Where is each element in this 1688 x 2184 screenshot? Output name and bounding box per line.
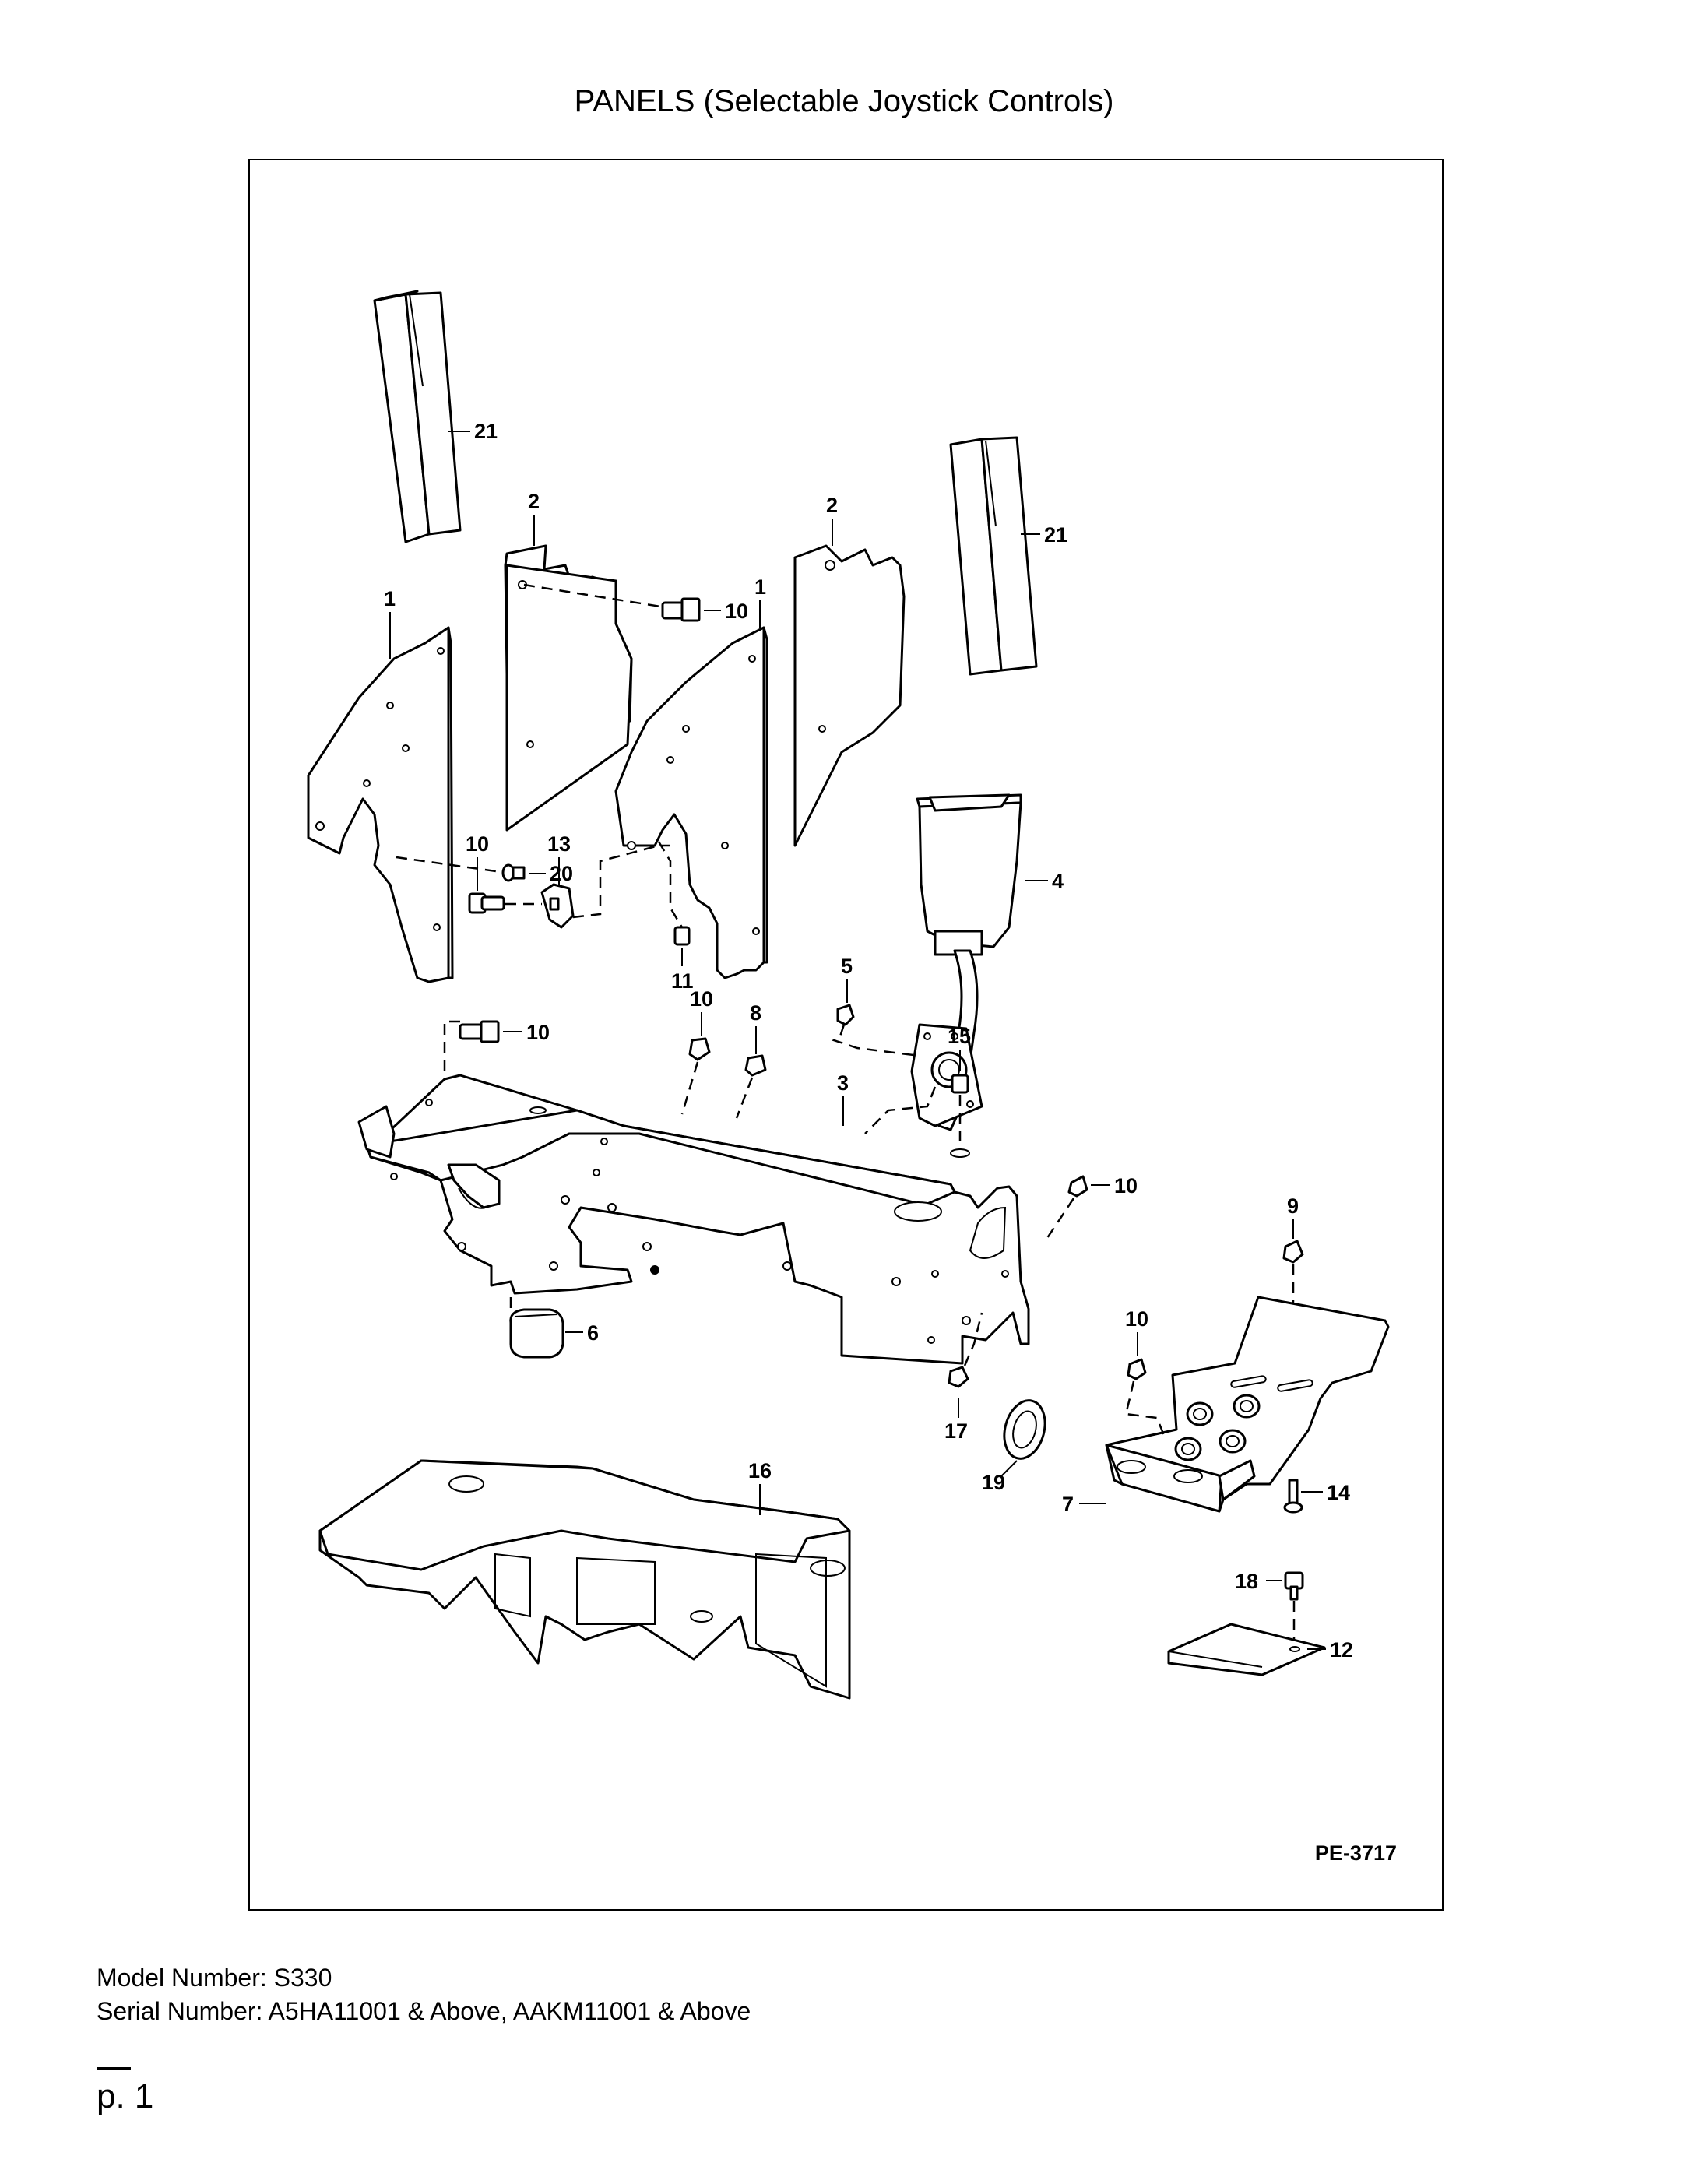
callout-8: 8 [750,1001,761,1025]
callout-7: 7 [1062,1493,1074,1516]
part-21-left-seal [373,290,470,543]
callout-5: 5 [841,955,853,978]
part-10-bolt-upper [661,597,721,622]
part-17-nut [948,1312,983,1418]
part-13-clip [540,844,670,929]
callout-10-upper: 10 [725,600,748,623]
part-8-bolt [735,1026,767,1119]
serial-number: Serial Number: A5HA11001 & Above, AAKM11… [97,1997,751,2025]
callout-6: 6 [587,1321,599,1345]
part-5-bolt [832,979,920,1057]
part-10-bolt-bracket [1124,1332,1166,1438]
callout-18: 18 [1235,1570,1258,1593]
part-10-bolt-mid [468,857,542,914]
callout-15: 15 [948,1025,971,1048]
part-3-main-panel [357,1074,1030,1365]
callout-21-right: 21 [1044,523,1067,547]
callout-2-right: 2 [826,494,838,517]
callout-11: 11 [671,969,694,993]
part-11-nut [673,926,691,966]
part-12-cover-plate [1167,1623,1326,1676]
part-15-nut [951,1050,969,1153]
callout-4: 4 [1052,870,1064,893]
drawing-id: PE-3717 [1314,1841,1397,1865]
callout-20: 20 [550,862,573,885]
callout-1-right: 1 [754,575,766,599]
callout-21-left: 21 [474,420,498,443]
callout-10-bracket: 10 [1125,1307,1148,1331]
part-1-left-plate [307,612,508,983]
page-title: PANELS (Selectable Joystick Controls) [574,84,1114,118]
part-7-bracket [1079,1296,1390,1513]
part-19-grommet [1000,1399,1046,1477]
part-2-right-panel [793,519,906,847]
part-10-bolt-top [680,1012,711,1115]
callout-2-left: 2 [528,490,540,513]
model-number: Model Number: S330 [97,1964,332,1992]
part-6-grommet [509,1297,583,1359]
callout-10-mid: 10 [466,832,489,856]
exploded-parts-diagram: 21 2 10 1 20 10 13 11 1 2 21 4 5 10 8 10… [307,290,1390,1700]
diagram-frame: 21 2 10 1 20 10 13 11 1 2 21 4 5 10 8 10… [248,159,1444,1911]
part-10-bolt-right [1043,1175,1110,1243]
callout-12: 12 [1330,1638,1353,1662]
part-18-bolt [1266,1571,1304,1644]
callout-10-top: 10 [690,987,713,1011]
callout-17: 17 [944,1419,968,1443]
page-number: p. 1 [97,2077,154,2115]
page-number-rule [97,2067,131,2070]
part-16-base-shroud [318,1459,851,1700]
part-14-bolt [1283,1479,1323,1514]
callout-13: 13 [547,832,571,856]
part-1-right-plate [614,600,768,979]
part-20-pin [501,863,546,882]
callout-19: 19 [982,1471,1005,1494]
callout-1-left: 1 [384,587,396,610]
part-21-right-seal [949,436,1040,676]
callout-3: 3 [837,1071,849,1095]
part-10-bolt-left [439,1020,522,1096]
callout-10-left: 10 [526,1021,550,1044]
callout-14: 14 [1327,1481,1350,1504]
callout-16: 16 [748,1459,772,1482]
part-2-left-panel [504,515,671,832]
callout-10-right: 10 [1114,1174,1138,1198]
callout-9: 9 [1287,1194,1299,1218]
